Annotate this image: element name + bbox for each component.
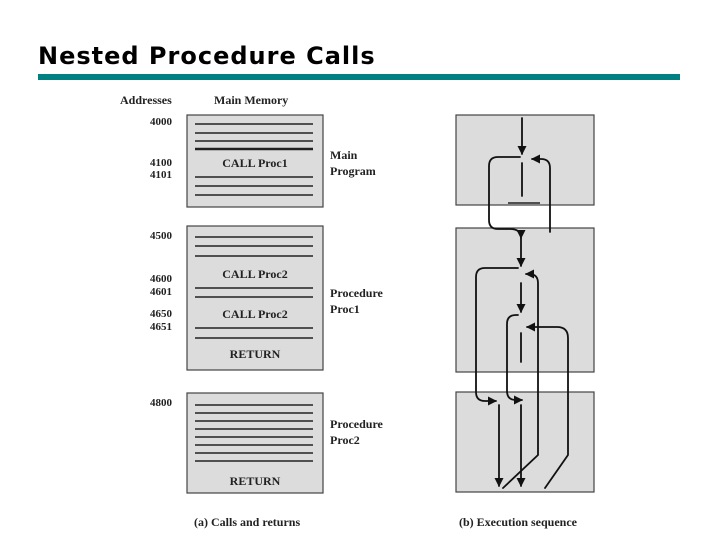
address-4800: 4800 bbox=[150, 397, 173, 409]
main-program-box bbox=[186, 114, 324, 208]
proc2-label-line1: Procedure bbox=[330, 417, 384, 431]
title-rule bbox=[38, 74, 680, 80]
caption-execution-sequence: (b) Execution sequence bbox=[459, 515, 578, 529]
address-4101: 4101 bbox=[150, 169, 172, 181]
proc1-label-line1: Procedure bbox=[330, 286, 384, 300]
proc1-box bbox=[186, 225, 324, 371]
address-4651: 4651 bbox=[150, 321, 172, 333]
address-4601: 4601 bbox=[150, 286, 172, 298]
exec-proc2-panel bbox=[455, 391, 595, 493]
proc2-return-instruction: RETURN bbox=[230, 474, 281, 488]
address-4600: 4600 bbox=[150, 273, 173, 285]
proc2-box bbox=[186, 392, 324, 494]
call-proc1-instruction: CALL Proc1 bbox=[222, 156, 287, 170]
address-4000: 4000 bbox=[150, 116, 173, 128]
proc1-label-line2: Proc1 bbox=[330, 302, 360, 316]
address-4500: 4500 bbox=[150, 230, 173, 242]
caption-calls-and-returns: (a) Calls and returns bbox=[194, 515, 300, 529]
slide-title: Nested Procedure Calls bbox=[38, 42, 376, 70]
proc2-label-line2: Proc2 bbox=[330, 433, 360, 447]
main-memory-header: Main Memory bbox=[214, 93, 288, 107]
main-program-label-line2: Program bbox=[330, 164, 376, 178]
call-proc2-instruction-b: CALL Proc2 bbox=[222, 307, 287, 321]
execution-flow-arrows bbox=[475, 117, 569, 489]
address-4100: 4100 bbox=[150, 157, 173, 169]
exec-main-panel bbox=[455, 114, 595, 206]
exec-proc1-panel bbox=[455, 227, 595, 373]
address-4650: 4650 bbox=[150, 308, 173, 320]
proc1-return-instruction: RETURN bbox=[230, 347, 281, 361]
call-proc2-instruction-a: CALL Proc2 bbox=[222, 267, 287, 281]
main-program-label-line1: Main bbox=[330, 148, 358, 162]
addresses-header: Addresses bbox=[120, 93, 172, 107]
